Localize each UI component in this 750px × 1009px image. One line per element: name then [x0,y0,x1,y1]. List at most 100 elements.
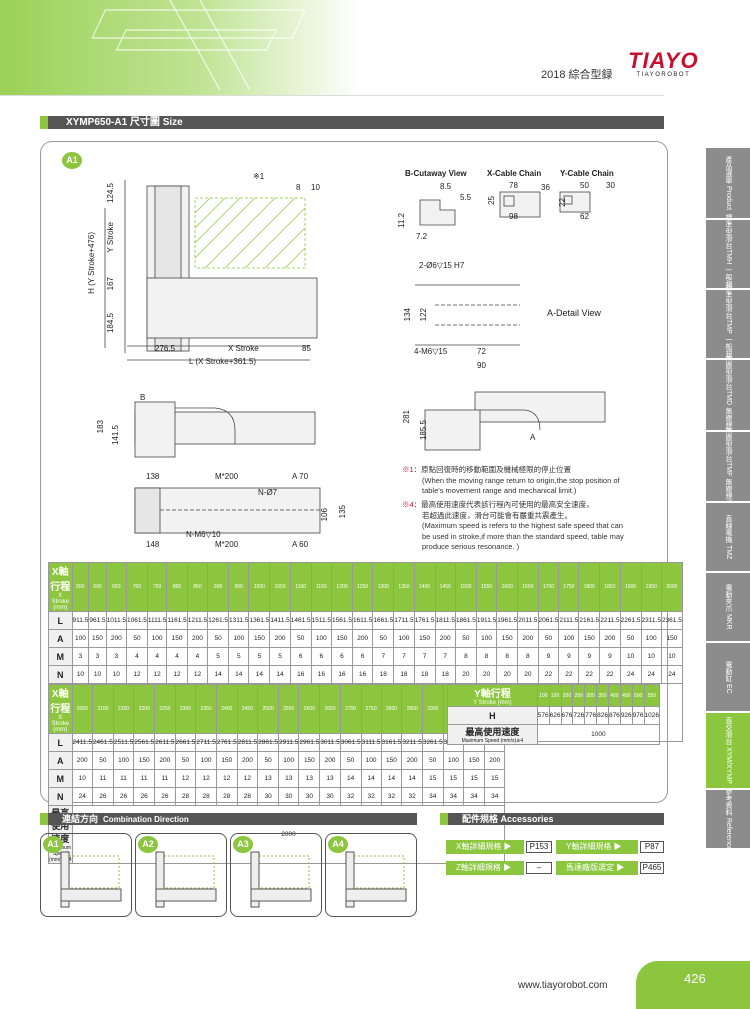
value-cell: 2161.5 [578,611,601,630]
sidebar-tab[interactable]: 標準型滑台TMH 一般規格 [706,214,750,294]
sidebar-tab[interactable]: 無塵型滑台TMF 無塵規格 [706,427,750,506]
value-cell: 16 [310,665,333,684]
stroke-header-cell: 1300 [372,562,395,612]
footer-url[interactable]: www.tiayorobot.com [518,980,608,991]
value-cell: 3161.5 [380,733,403,752]
value-cell: 50 [537,629,560,648]
stroke-header-cell: 2200 [133,684,156,734]
value-cell: 16 [331,665,353,684]
stroke-header-cell: 500 [631,684,645,707]
value-cell: 3 [88,647,107,666]
value-cell: 14 [339,769,362,788]
stroke-header-cell: 1050 [269,562,291,612]
value-cell: 14 [248,665,271,684]
z-axis-spec-link[interactable]: Z軸詳細規格 ▶ [446,861,524,875]
combination-sketch-icon [345,851,407,908]
stroke-header-cell: 2300 [174,684,197,734]
value-cell: 50 [372,629,395,648]
value-cell: 150 [496,629,519,648]
value-cell: 15 [421,769,444,788]
value-cell: 1361.5 [248,611,271,630]
value-cell: 200 [517,629,539,648]
value-cell: 20 [454,665,477,684]
stroke-header-cell: 1650 [517,562,539,612]
value-cell: 22 [558,665,580,684]
value-cell: 1561.5 [331,611,353,630]
value-cell: 15 [442,769,465,788]
value-cell: 11 [112,769,135,788]
value-cell: 15 [484,769,506,788]
sidebar-tab[interactable]: 參考資料 Reference [706,788,750,850]
value-cell: 9 [578,647,601,666]
value-cell: 200 [269,629,291,648]
logo-text: TIAYO [628,48,699,73]
sidebar-tab[interactable]: 電動缸 EC [706,643,750,713]
row-label-n: N [48,665,73,684]
value-cell: 2811.5 [236,733,259,752]
row-label-m: M [48,647,73,666]
motor-selection-page: P465 [640,862,664,874]
z-axis-spec-page: – [526,862,552,874]
value-cell: 12 [146,665,168,684]
dim-x-stroke: X Stroke [228,344,259,353]
value-cell: 4 [126,647,148,666]
sidebar-tab[interactable]: 電動夾爪 MKR [706,573,750,643]
value-cell: 1261.5 [207,611,230,630]
stroke-header-cell: 1100 [289,562,312,612]
value-cell: 150 [660,629,683,648]
value-cell: 976 [631,706,645,725]
dim-5-5: 5.5 [460,193,472,202]
stroke-header-cell: 1950 [640,562,662,612]
value-cell: 32 [339,787,362,806]
value-cell: 8 [496,647,519,666]
sidebar-tab[interactable]: 標準型滑台TMP 一般規格 [706,284,750,364]
value-cell: 11 [91,769,114,788]
value-cell: 2461.5 [91,733,114,752]
value-cell: 18 [434,665,456,684]
dim-36: 36 [541,183,550,192]
stroke-header-cell: 2900 [421,684,444,734]
row-label-a: A [48,629,73,648]
value-cell: 14 [269,665,291,684]
value-cell: 13 [298,769,321,788]
stroke-header-cell: 2400 [215,684,238,734]
row-label-m: M [48,769,73,788]
value-cell: 28 [195,787,217,806]
dim-m200-top: M*200 [215,472,239,481]
value-cell: 1211.5 [186,611,209,630]
value-cell: 200 [186,629,209,648]
row-label-n: N [48,787,73,806]
sidebar-tab[interactable]: 產品選單 Product [706,148,750,220]
value-cell: 1711.5 [393,611,415,630]
value-cell: 14 [207,665,230,684]
value-cell: 826 [596,706,609,725]
value-cell: 676 [560,706,574,725]
sidebar-tab[interactable]: 直交滑台 XYM/XYMP [706,713,750,790]
value-cell: 50 [174,751,197,770]
y-axis-spec-link[interactable]: Y軸詳細規格 ▶ [556,840,638,854]
x-axis-spec-link[interactable]: X軸詳細規格 ▶ [446,840,524,854]
value-cell: 100 [278,751,300,770]
combination-item: A4 [325,833,417,917]
value-cell: 1161.5 [166,611,188,630]
stroke-header-cell: 1000 [248,562,271,612]
note-1: ※1：原點回復時的移動範圍及機械極限的停止位置 (When the moving… [402,465,620,495]
stroke-header-cell: 1200 [331,562,353,612]
value-cell: 1661.5 [372,611,395,630]
value-cell: 726 [572,706,586,725]
value-cell: 12 [186,665,209,684]
value-cell: 2711.5 [195,733,217,752]
sidebar-tab[interactable]: 直線電機 TMZ [706,503,750,573]
section-title-bar: XYMP650-A1 尺寸圖 Size [40,116,664,129]
value-cell: 30 [257,787,280,806]
stroke-header-cell: 800 [166,562,188,612]
motor-selection-link[interactable]: 馬達廠版選定 ▶ [556,861,638,875]
dim-90: 90 [477,361,486,370]
dim-134: 134 [403,308,412,322]
value-cell: 6 [289,647,312,666]
sidebar-tab[interactable]: 無塵型滑台TMD 無塵規格 [706,355,750,435]
sidebar-tab-label: 無塵型滑台TMD 無塵規格 [725,354,732,436]
combination-item: A1 [40,833,132,917]
